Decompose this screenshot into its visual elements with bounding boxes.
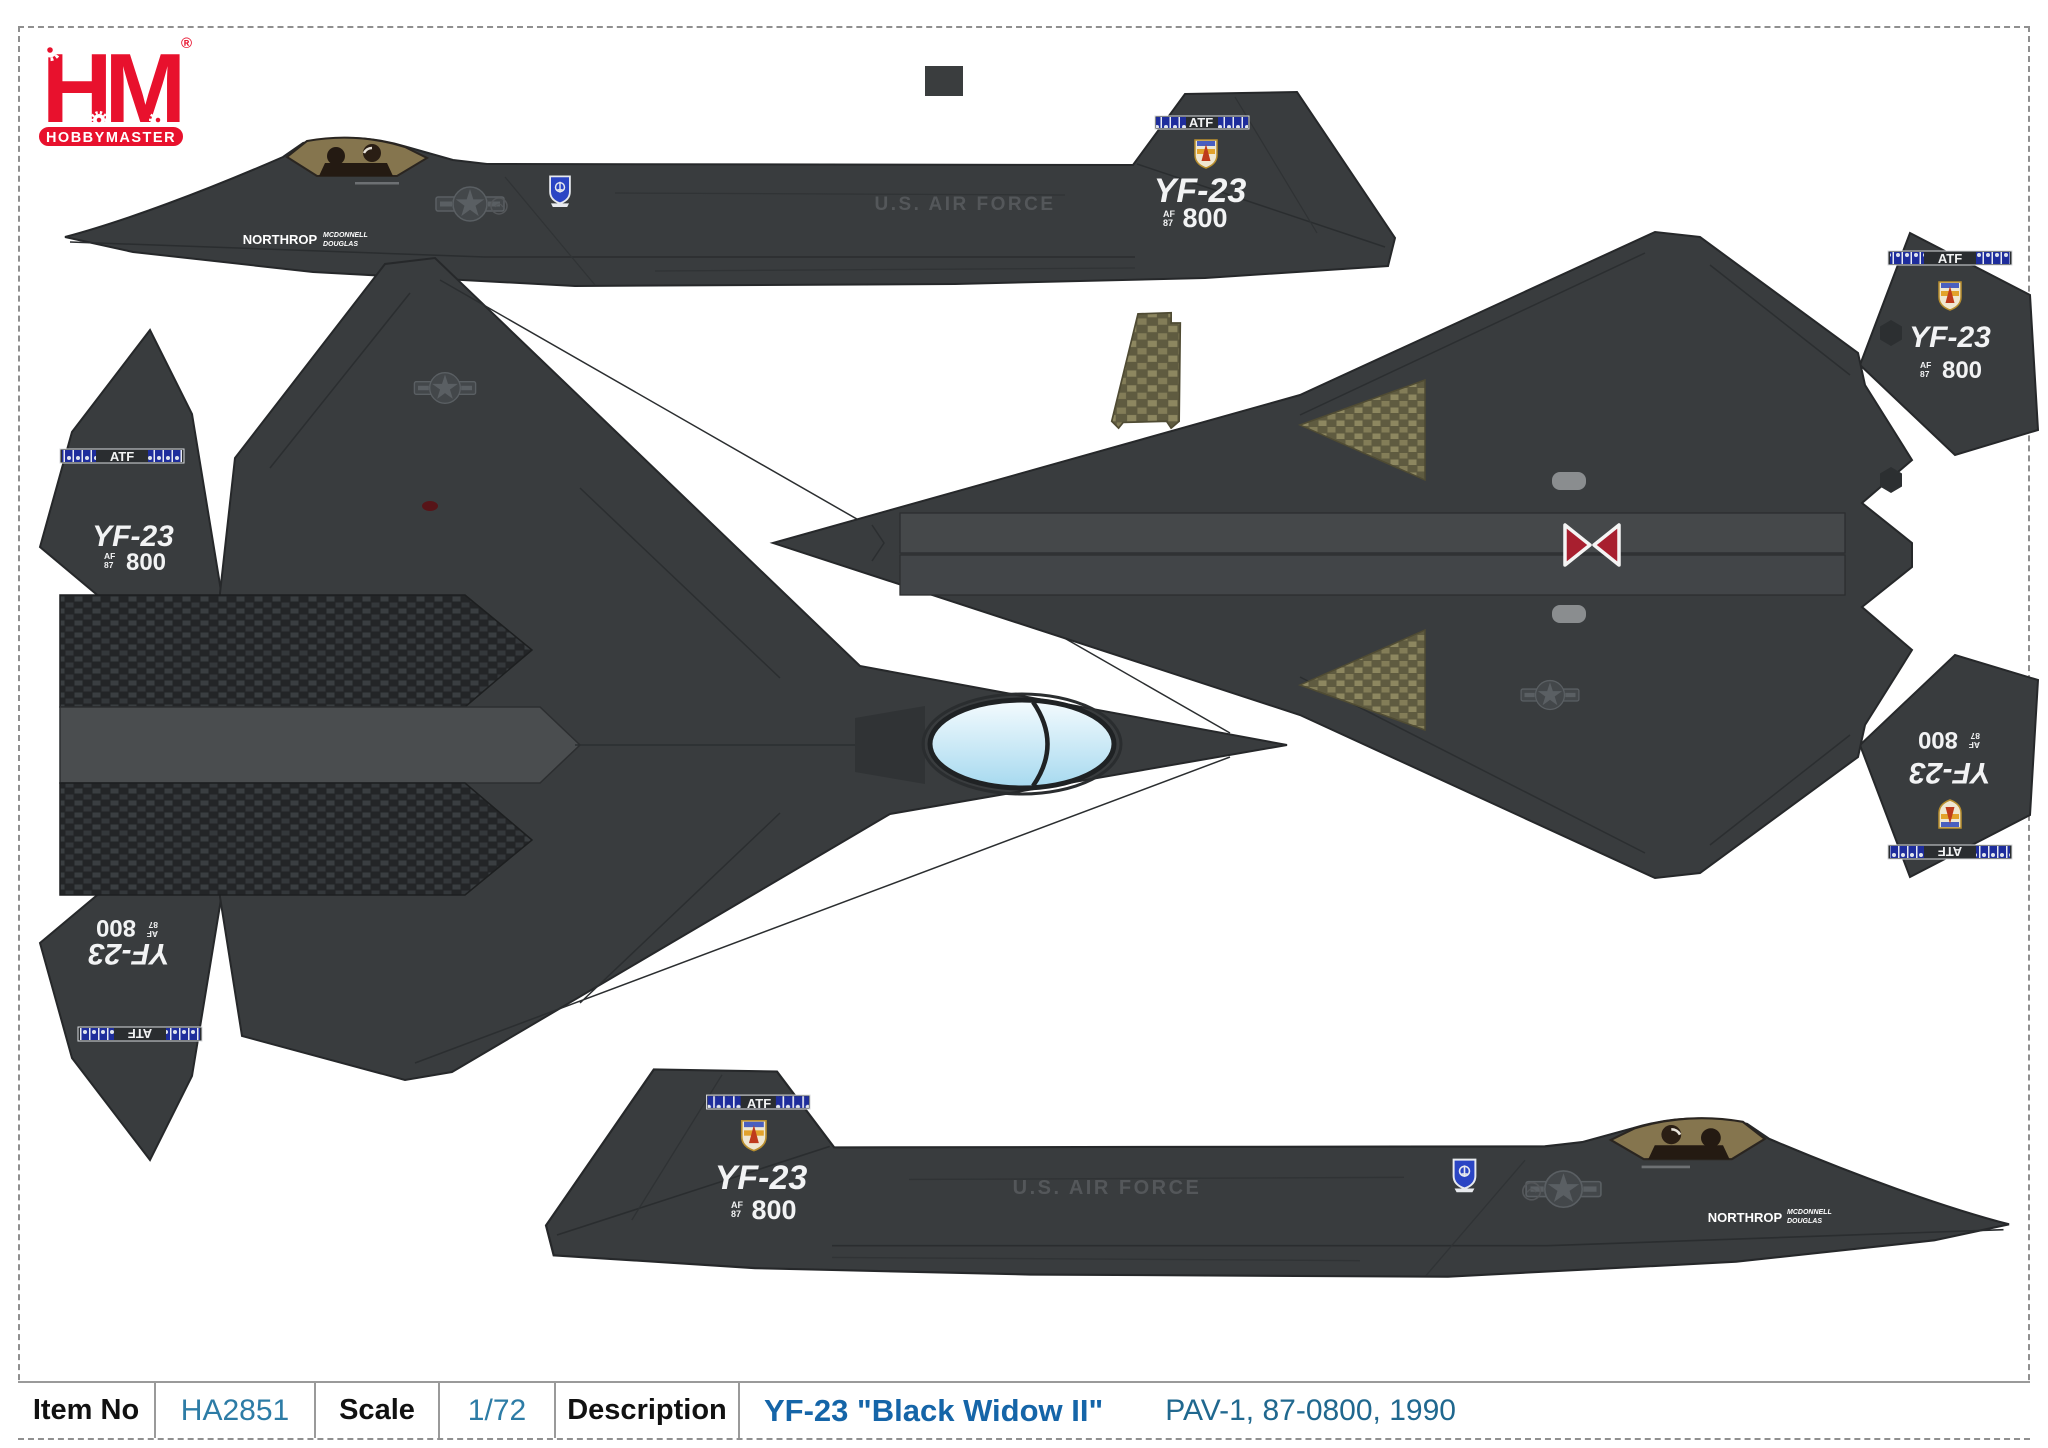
usaf-stencil: U.S. AIR FORCE — [1013, 1177, 1202, 1199]
maker-stencil-2: MCDONNELL — [323, 232, 368, 239]
exhaust-tiles-lower — [59, 782, 534, 896]
bottom-upper-fin-markings: ATF YF-23 AF 87 800 — [1887, 250, 2013, 384]
side-view-top: ATF YF-23 AF 87 800 U.S. AIR FORCE NORTH… — [55, 85, 1400, 305]
tail-model-label: YF-23 — [1154, 172, 1247, 210]
svg-text:ATF: ATF — [1938, 251, 1962, 266]
canopy-divider — [1031, 700, 1050, 788]
svg-text:87: 87 — [148, 920, 158, 930]
tail-atf-label: ATF — [1189, 115, 1213, 130]
svg-text:AF: AF — [1969, 740, 1980, 750]
svg-text:800: 800 — [1918, 726, 1958, 753]
usaf-stencil: U.S. AIR FORCE — [874, 194, 1055, 215]
panel-lines — [269, 279, 1231, 1064]
plan-upper-fin-markings: ATF YF-23 AF 87 800 — [59, 448, 185, 576]
logo-pill — [37, 125, 185, 148]
hobbymaster-logo: HM ® HOBBYMASTER — [37, 33, 192, 148]
maker-stencil-3: DOUGLAS — [323, 241, 358, 248]
bottom-lower-fin-markings: ATF YF-23 AF 87 800 — [1887, 726, 2013, 860]
canopy-frame — [921, 692, 1123, 796]
inlet-screen-upper — [1297, 378, 1426, 482]
item-no-label: Item No — [18, 1383, 156, 1438]
svg-text:800: 800 — [126, 549, 166, 576]
svg-text:ATF: ATF — [128, 1026, 152, 1041]
scale-label: Scale — [316, 1383, 440, 1438]
svg-text:800: 800 — [1942, 357, 1982, 384]
spec-table: Item No HA2851 Scale 1/72 Description YF… — [18, 1381, 2030, 1438]
svg-text:YF-23: YF-23 — [92, 520, 174, 553]
svg-text:87: 87 — [104, 560, 114, 570]
tail-model-label: YF-23 — [715, 1159, 808, 1197]
red-marker — [422, 501, 438, 511]
bottom-upper-fin — [1858, 231, 2040, 457]
maker-stencil: NORTHROP — [1708, 1210, 1783, 1225]
exhaust-trough — [59, 706, 582, 784]
tail-af-no: 87 — [1163, 218, 1173, 228]
side-view-bottom: ATF YF-23 AF 87 800 U.S. AIR FORCE NORTH… — [540, 1062, 2020, 1297]
exhaust-tiles-upper — [59, 594, 534, 708]
gray-marker — [1552, 605, 1586, 623]
svg-text:ATF: ATF — [1938, 844, 1962, 859]
svg-text:800: 800 — [96, 914, 136, 941]
tail-af-label: AF — [1163, 209, 1175, 219]
bottom-lower-fin — [1858, 653, 2040, 879]
logo-brand-name: HOBBYMASTER — [46, 130, 176, 146]
svg-text:AF: AF — [104, 551, 115, 561]
svg-text:87: 87 — [1970, 731, 1980, 741]
svg-text:AF: AF — [147, 929, 158, 939]
description-detail: PAV-1, 87-0800, 1990 — [1165, 1393, 1456, 1427]
item-no-value: HA2851 — [156, 1383, 316, 1438]
svg-text:YF-23: YF-23 — [1909, 756, 1991, 789]
maker-stencil-2: MCDONNELL — [1787, 1209, 1832, 1216]
plan-lower-fin-markings: ATF YF-23 AF 87 800 — [77, 914, 203, 1042]
svg-text:YF-23: YF-23 — [1909, 321, 1991, 354]
description-label: Description — [556, 1383, 740, 1438]
plan-view: ATF YF-23 AF 87 800 ATF YF-23 AF 87 800 — [38, 256, 1288, 1162]
tail-af-label: AF — [731, 1200, 743, 1210]
description-value-cell: YF-23 "Black Widow II" PAV-1, 87-0800, 1… — [740, 1383, 2030, 1438]
tail-number: 800 — [1182, 203, 1227, 233]
small-dark-part — [925, 66, 963, 96]
belly-trough-upper — [899, 512, 1846, 554]
belly-trough-lower — [899, 554, 1846, 596]
inlet-screen-part — [1110, 311, 1182, 430]
maker-stencil: NORTHROP — [243, 232, 318, 247]
panel-lines — [871, 252, 1851, 854]
svg-text:YF-23: YF-23 — [88, 937, 170, 970]
svg-text:ATF: ATF — [110, 449, 134, 464]
tail-number: 800 — [751, 1195, 796, 1225]
dorsal-spine — [855, 706, 925, 784]
svg-text:87: 87 — [1920, 369, 1930, 379]
tail-atf-label: ATF — [747, 1096, 771, 1111]
description-title: YF-23 "Black Widow II" — [764, 1392, 1104, 1428]
tail-af-no: 87 — [731, 1209, 741, 1219]
bottom-view: ATF YF-23 AF 87 800 ATF YF-23 AF 87 800 — [769, 230, 2040, 880]
scale-value: 1/72 — [440, 1383, 556, 1438]
gray-marker — [1552, 472, 1586, 490]
maker-stencil-3: DOUGLAS — [1787, 1218, 1822, 1225]
inlet-screen-lower — [1297, 628, 1426, 732]
svg-text:AF: AF — [1920, 360, 1931, 370]
registered-mark: ® — [181, 35, 192, 52]
canopy-glass — [927, 697, 1117, 791]
